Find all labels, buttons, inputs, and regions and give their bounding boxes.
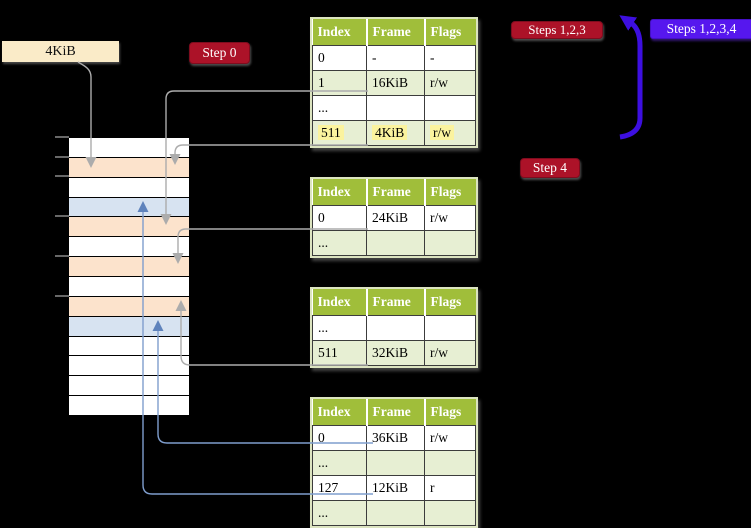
column-header: Index — [312, 179, 368, 205]
table-row: ... — [312, 314, 476, 341]
table-row: ... — [312, 449, 476, 476]
memory-address-ticks — [55, 136, 69, 297]
table-cell — [366, 449, 425, 476]
memory-frame-row-unused — [69, 177, 189, 198]
table-cell — [424, 449, 476, 476]
badge-step-4-label: Step 4 — [532, 160, 568, 175]
table-cell: 36KiB — [366, 424, 425, 451]
table-cell: - — [424, 44, 476, 71]
table-cell — [366, 94, 425, 121]
badge-step-0-label: Step 0 — [202, 45, 237, 60]
frame-size-label: 4KiB — [45, 43, 76, 59]
table-row: 511 4KiB r/w — [312, 119, 476, 146]
table-cell: 16KiB — [366, 69, 425, 96]
table-row: ... — [312, 94, 476, 121]
memory-frame-row-mapped-page — [69, 316, 189, 337]
table-cell: r/w — [424, 339, 476, 366]
column-header: Index — [312, 399, 368, 425]
badge-steps-1-2-3-4-label: Steps 1,2,3,4 — [666, 21, 737, 36]
table-cell: ... — [312, 314, 367, 341]
table-cell: r — [424, 474, 476, 501]
table-cell: 32KiB — [366, 339, 425, 366]
table-cell: 0 — [312, 44, 367, 71]
table-cell: ... — [312, 229, 367, 256]
memory-frame-row-page-table — [69, 157, 189, 178]
table-cell — [424, 94, 476, 121]
table-cell — [424, 499, 476, 526]
table-cell: r/w — [424, 424, 476, 451]
table-cell: r/w — [424, 69, 476, 96]
badge-step-4: Step 4 — [520, 158, 580, 178]
memory-frame-row-unused — [69, 336, 189, 357]
memory-frame-row-unused — [69, 376, 189, 397]
memory-frame-row-mapped-page — [69, 197, 189, 218]
frame-size-label-box: 4KiB — [2, 41, 119, 62]
table-cell: 511 — [312, 119, 367, 146]
table-cell — [366, 229, 425, 256]
physical-memory-strip — [68, 137, 190, 416]
column-header: Index — [312, 19, 368, 45]
table-row: ... — [312, 499, 476, 526]
table-cell: 4KiB — [366, 119, 425, 146]
table-cell: 1 — [312, 69, 367, 96]
column-header: Flags — [424, 399, 476, 425]
memory-frame-row-page-table — [69, 257, 189, 278]
highlighted-cell-value: 4KiB — [372, 124, 408, 140]
table-row: ... — [312, 229, 476, 256]
table-cell: 24KiB — [366, 204, 425, 231]
badge-steps-1-2-3: Steps 1,2,3 — [511, 21, 603, 39]
column-header: Frame — [366, 19, 426, 45]
table-cell: r/w — [424, 119, 476, 146]
table-cell — [424, 314, 476, 341]
column-header: Flags — [424, 19, 476, 45]
column-header: Flags — [424, 179, 476, 205]
table-cell: 511 — [312, 339, 367, 366]
memory-frame-row-unused — [69, 396, 189, 416]
column-header: Frame — [366, 399, 426, 425]
badge-steps-1-2-3-label: Steps 1,2,3 — [528, 22, 586, 37]
highlighted-cell-value: r/w — [430, 124, 454, 140]
table-cell — [424, 229, 476, 256]
column-header: Frame — [366, 289, 426, 315]
table-cell: ... — [312, 94, 367, 121]
table-cell: 12KiB — [366, 474, 425, 501]
table-cell: 0 — [312, 204, 367, 231]
arrow-steps-loop — [619, 15, 643, 140]
badge-steps-1-2-3-4: Steps 1,2,3,4 — [650, 19, 751, 39]
table-cell — [366, 314, 425, 341]
table-cell: r/w — [424, 204, 476, 231]
table-cell — [366, 499, 425, 526]
memory-frame-row-unused — [69, 138, 189, 158]
memory-frame-row-unused — [69, 237, 189, 258]
highlighted-cell-value: 511 — [318, 124, 344, 140]
table-cell: 127 — [312, 474, 367, 501]
column-header: Frame — [366, 179, 426, 205]
memory-frame-row-unused — [69, 277, 189, 297]
table-cell: ... — [312, 449, 367, 476]
memory-frame-row-page-table — [69, 296, 189, 317]
badge-step-0: Step 0 — [189, 42, 250, 64]
column-header: Flags — [424, 289, 476, 315]
table-cell: - — [366, 44, 425, 71]
column-header: Index — [312, 289, 368, 315]
table-row: 0-- — [312, 44, 476, 71]
table-cell: ... — [312, 499, 367, 526]
table-cell: 0 — [312, 424, 367, 451]
memory-frame-row-unused — [69, 356, 189, 377]
memory-frame-row-page-table — [69, 217, 189, 238]
